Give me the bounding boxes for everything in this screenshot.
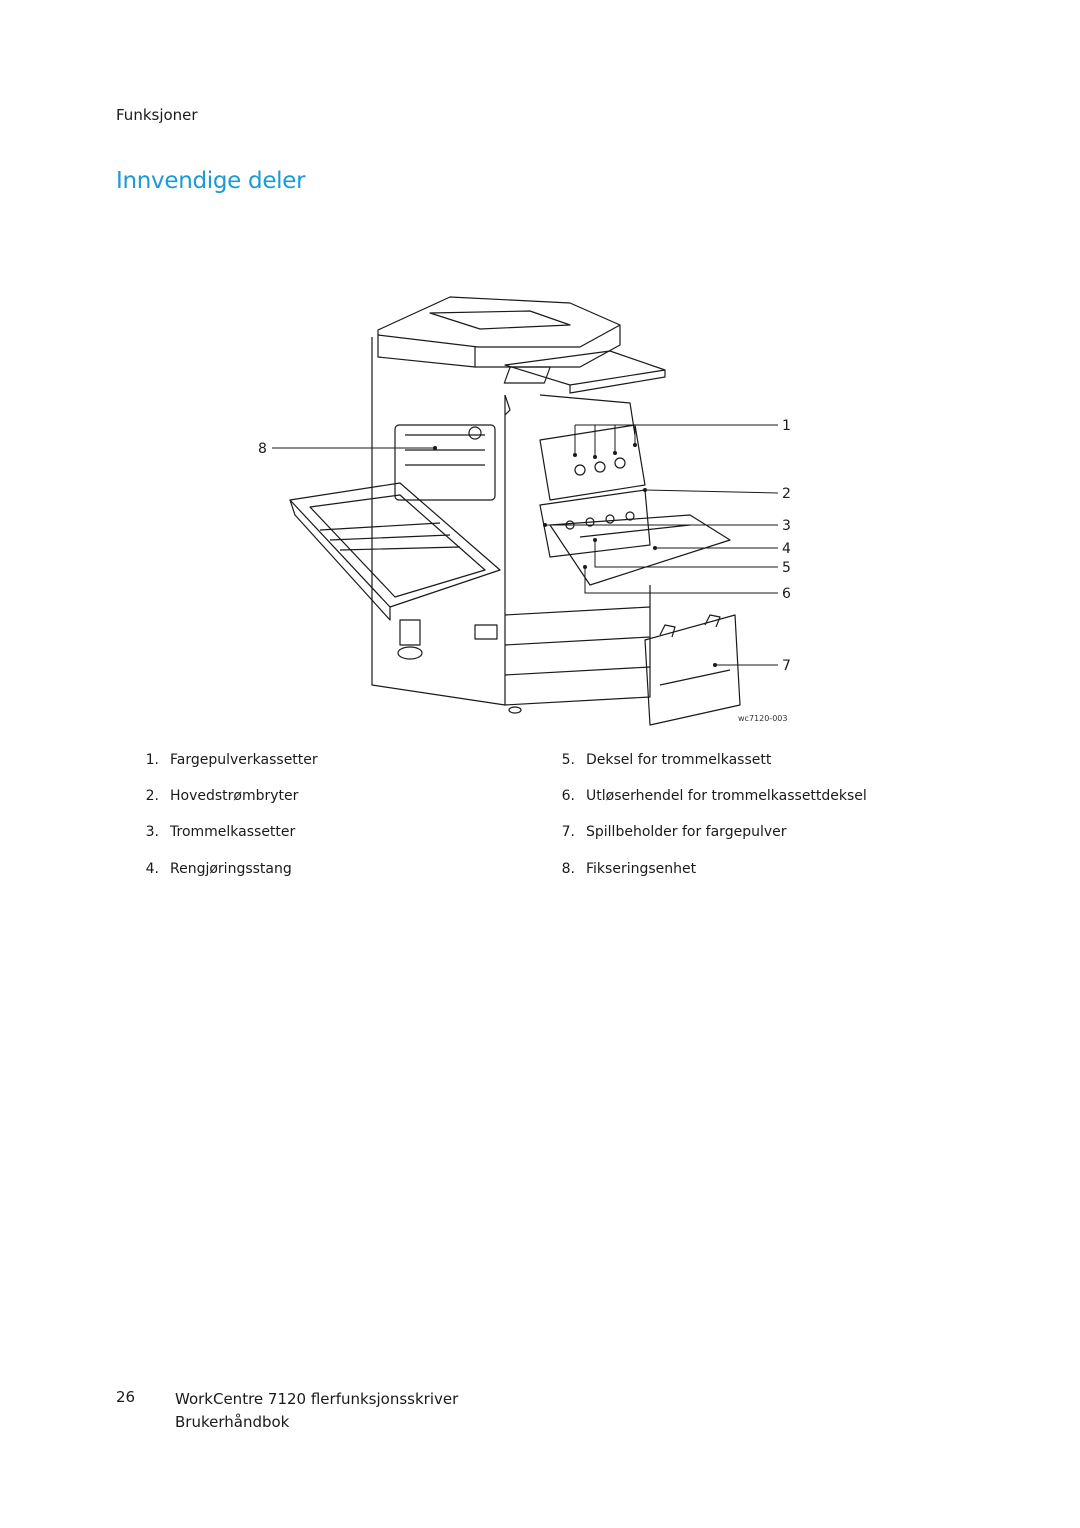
callout-1: 1 bbox=[782, 418, 791, 434]
legend-number: 6. bbox=[561, 788, 575, 804]
legend-label: Fikseringsenhet bbox=[586, 861, 697, 877]
legend-label: Spillbeholder for fargepulver bbox=[586, 824, 787, 840]
legend-item: 2. Hovedstrømbryter bbox=[127, 788, 299, 804]
callout-8: 8 bbox=[258, 441, 267, 457]
legend-item: 3. Trommelkassetter bbox=[127, 824, 296, 840]
legend-item: 5. Deksel for trommelkassett bbox=[543, 752, 772, 768]
legend-label: Trommelkassetter bbox=[170, 824, 296, 840]
legend-number: 8. bbox=[561, 861, 575, 877]
legend-item: 4. Rengjøringsstang bbox=[127, 861, 292, 877]
printer-illustration: 1 2 3 4 5 6 7 8 wc7120-003 bbox=[250, 285, 810, 735]
legend-label: Hovedstrømbryter bbox=[170, 788, 299, 804]
footer-product: WorkCentre 7120 flerfunksjonsskriver bbox=[175, 1390, 459, 1408]
legend-item: 1. Fargepulverkassetter bbox=[127, 752, 318, 768]
callout-6: 6 bbox=[782, 586, 791, 602]
callout-7: 7 bbox=[782, 658, 791, 674]
legend-number: 7. bbox=[561, 824, 575, 840]
legend-number: 1. bbox=[145, 752, 159, 768]
legend-label: Rengjøringsstang bbox=[170, 861, 292, 877]
legend-label: Fargepulverkassetter bbox=[170, 752, 318, 768]
page-title: Innvendige deler bbox=[116, 168, 306, 194]
footer-guide: Brukerhåndbok bbox=[175, 1413, 290, 1431]
callout-4: 4 bbox=[782, 541, 791, 557]
section-header: Funksjoner bbox=[116, 106, 198, 124]
legend-number: 4. bbox=[145, 861, 159, 877]
callout-2: 2 bbox=[782, 486, 791, 502]
legend-label: Utløserhendel for trommelkassettdeksel bbox=[586, 788, 867, 804]
legend-item: 6. Utløserhendel for trommelkassettdekse… bbox=[543, 788, 867, 804]
printer-drawing: 1 2 3 4 5 6 7 8 wc7120-003 bbox=[258, 296, 791, 726]
page-number: 26 bbox=[116, 1388, 136, 1406]
legend-number: 3. bbox=[145, 824, 159, 840]
legend-number: 2. bbox=[145, 788, 159, 804]
callout-5: 5 bbox=[782, 560, 791, 576]
legend-number: 5. bbox=[561, 752, 575, 768]
legend-item: 8. Fikseringsenhet bbox=[543, 861, 696, 877]
callout-3: 3 bbox=[782, 518, 791, 534]
legend-label: Deksel for trommelkassett bbox=[586, 752, 772, 768]
figure-id: wc7120-003 bbox=[738, 714, 787, 723]
footer-title: WorkCentre 7120 flerfunksjonsskriver Bru… bbox=[175, 1388, 458, 1434]
legend-item: 7. Spillbeholder for fargepulver bbox=[543, 824, 787, 840]
